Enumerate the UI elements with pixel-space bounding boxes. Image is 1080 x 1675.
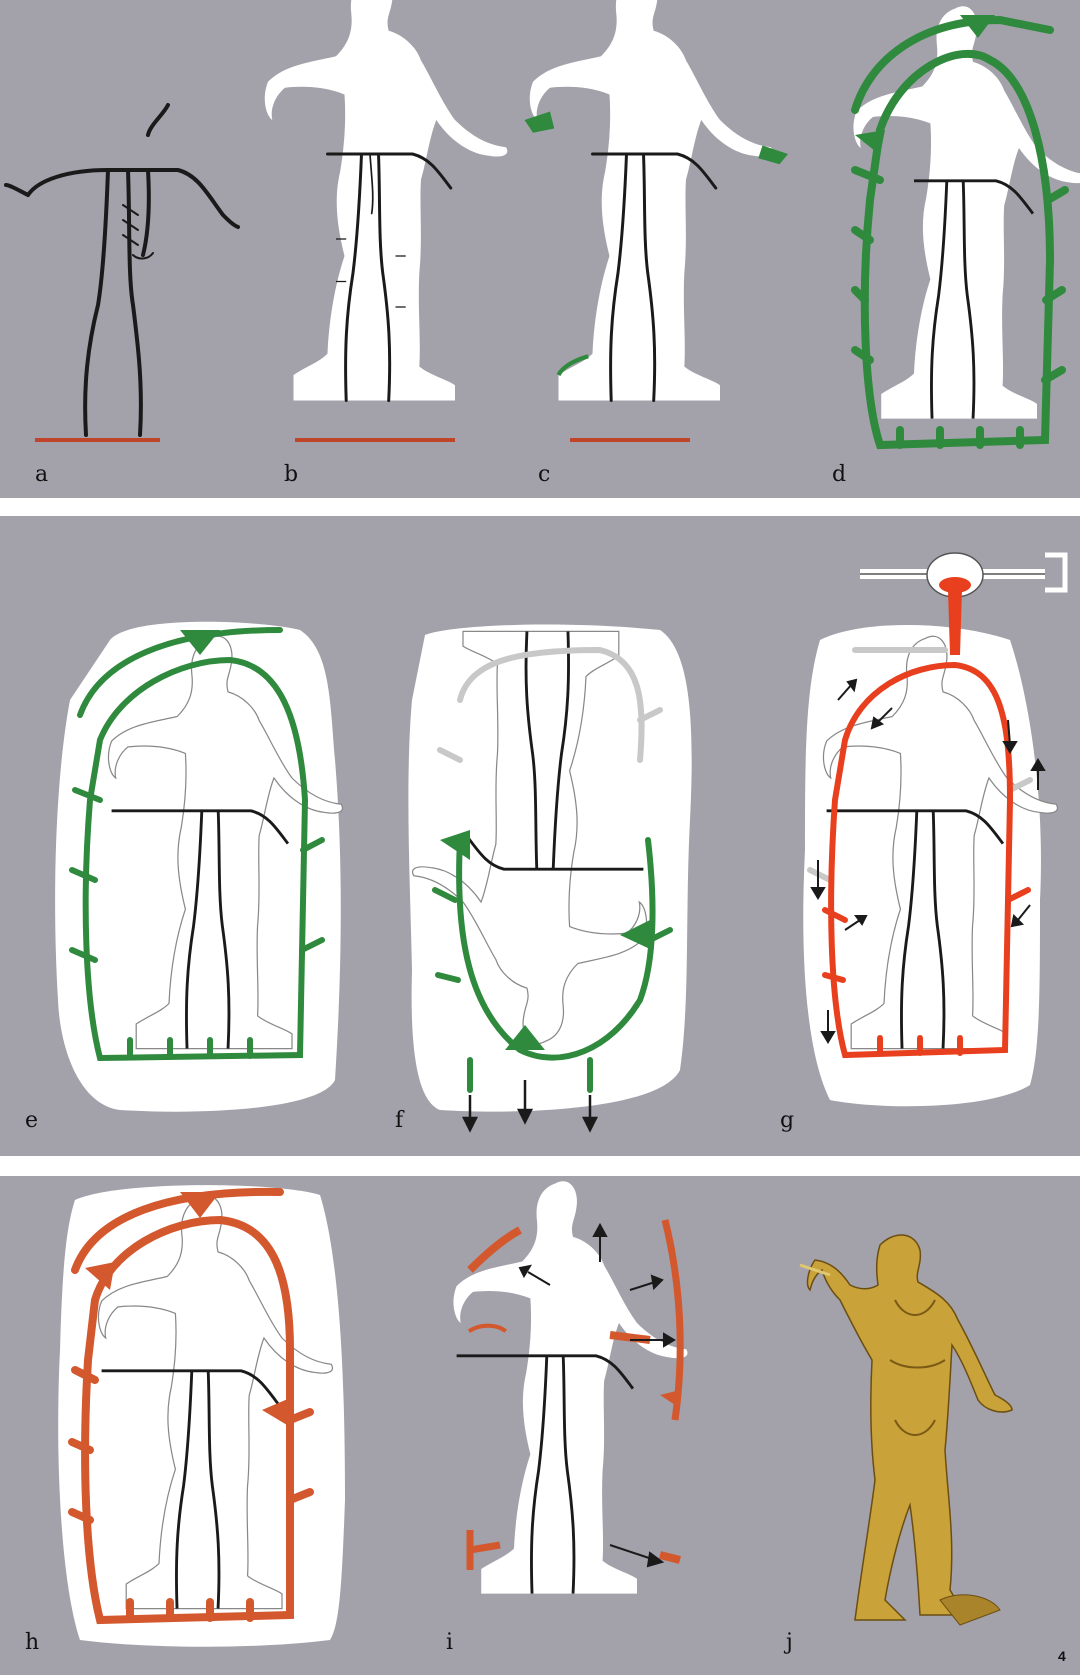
panel-label-j: j — [786, 1630, 793, 1655]
panel-b-wax-model — [265, 0, 508, 400]
panel-label-h: h — [25, 1630, 39, 1655]
panel-label-a: a — [35, 462, 48, 487]
panel-d-gate-system — [853, 6, 1080, 445]
panel-label-g: g — [780, 1108, 794, 1133]
panel-c-wax-with-channels — [525, 0, 789, 400]
panel-label-c: c — [538, 462, 550, 487]
panel-a-armature — [6, 105, 238, 435]
panel-j-finished-bronze — [800, 1235, 1012, 1625]
panel-label-f: f — [395, 1108, 403, 1133]
panel-label-e: e — [25, 1108, 38, 1133]
panel-label-b: b — [284, 462, 298, 487]
panel-label-i: i — [446, 1630, 453, 1655]
page-number: 4 — [1058, 1648, 1066, 1664]
panel-label-d: d — [832, 462, 846, 487]
panel-i-breaking-mold — [453, 1181, 687, 1593]
